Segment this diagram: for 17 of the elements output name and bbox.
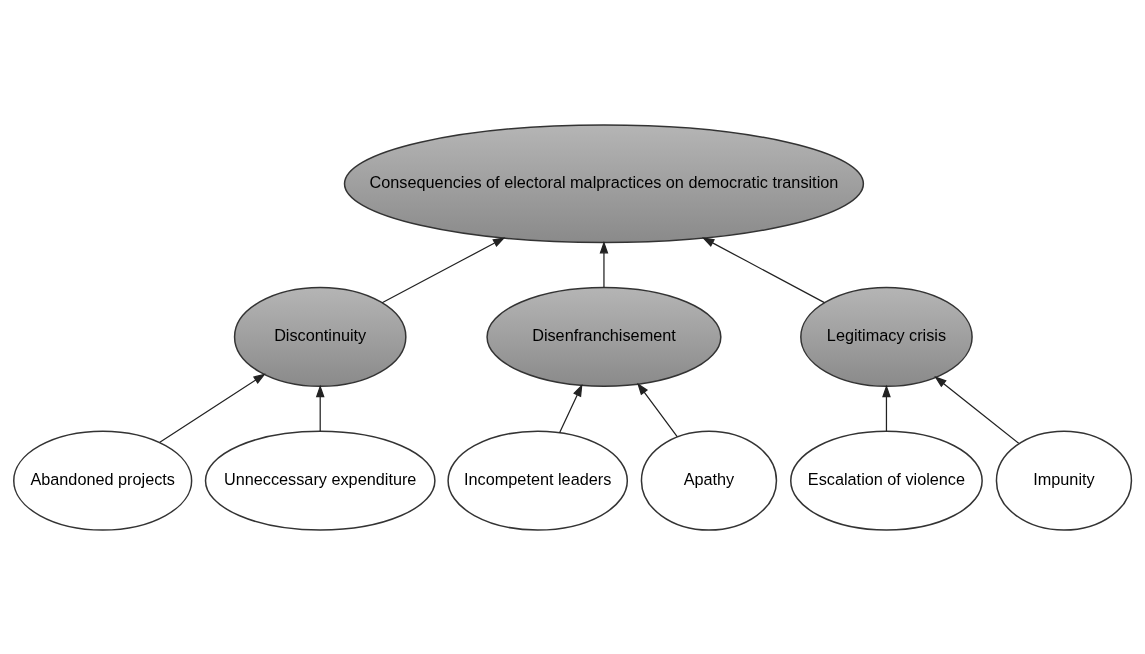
node-ellipse: Apathy <box>640 430 778 531</box>
arrow <box>701 236 826 303</box>
arrow <box>381 236 506 303</box>
arrow <box>558 383 583 433</box>
node-ellipse: Unneccessary expenditure <box>204 430 436 531</box>
node-ellipse: Escalation of violence <box>790 430 983 531</box>
node-ellipse: Consequencies of electoral malpractices on democratic transition <box>343 123 865 243</box>
arrow <box>934 375 1020 444</box>
arrow <box>637 382 678 437</box>
node-ellipse: Incompetent leaders <box>447 430 629 531</box>
node-ellipse: Impunity <box>995 430 1133 531</box>
arrow <box>882 384 891 432</box>
node-ellipse: Disenfranchisement <box>486 286 722 387</box>
node-ellipse: Abandoned projects <box>13 430 193 531</box>
arrow <box>315 384 325 432</box>
arrow <box>599 240 609 288</box>
arrow <box>159 372 266 443</box>
